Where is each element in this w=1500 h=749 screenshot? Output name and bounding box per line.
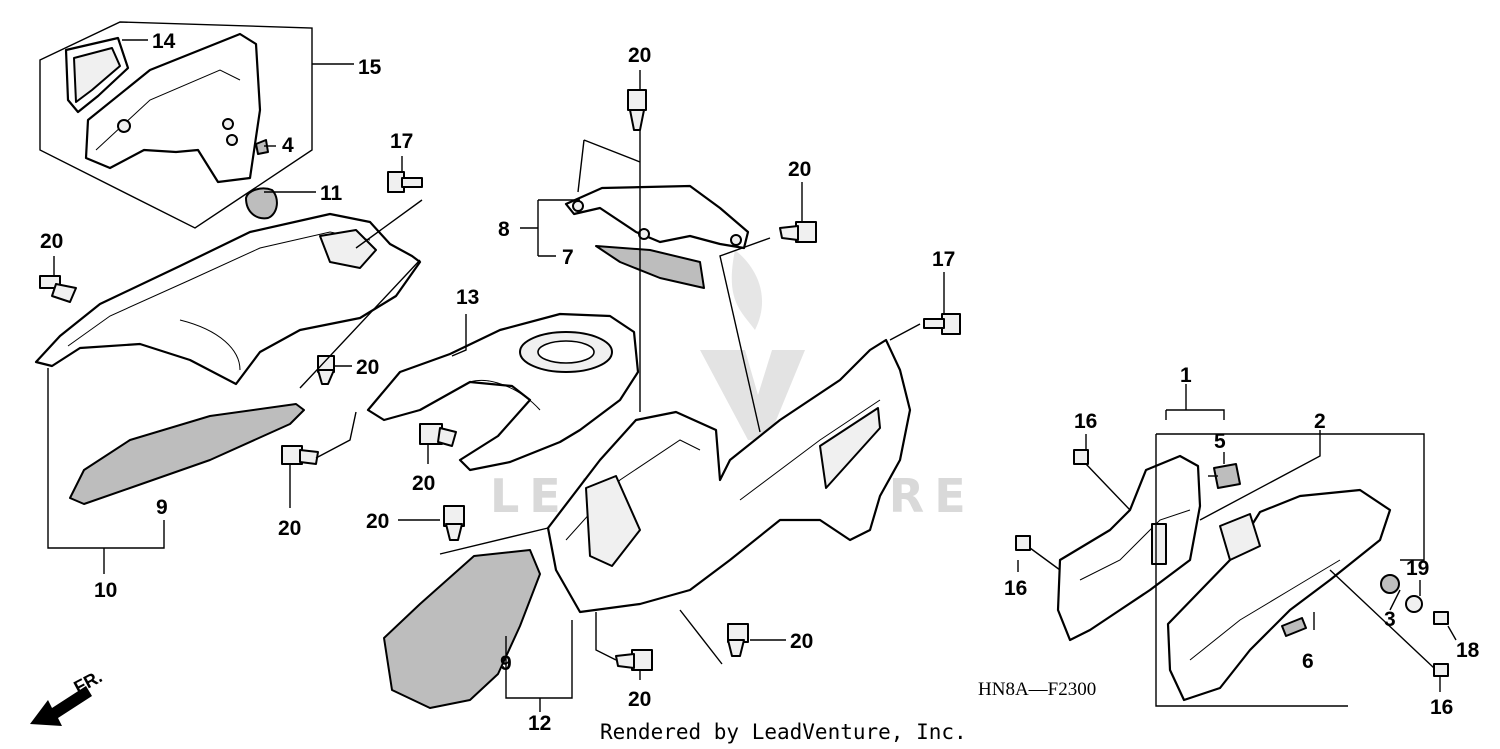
callout-20-c: 20 xyxy=(788,158,811,181)
callout-20-h: 20 xyxy=(628,688,651,711)
part-4-nut xyxy=(255,139,269,155)
clip-20-lower-left xyxy=(281,445,319,465)
callout-2: 2 xyxy=(1314,410,1326,433)
callout-8: 8 xyxy=(498,218,510,241)
part-19-washer xyxy=(1405,595,1423,613)
clip-20-left xyxy=(39,275,77,303)
callout-4: 4 xyxy=(282,134,294,157)
clip-20-bottom-right xyxy=(727,623,749,657)
diagram-code: HN8A—F2300 xyxy=(978,679,1096,700)
callout-20-g: 20 xyxy=(366,510,389,533)
callout-13: 13 xyxy=(456,286,479,309)
callout-16-bottom: 16 xyxy=(1430,696,1453,719)
callout-20-a: 20 xyxy=(40,230,63,253)
clip-20-right-top xyxy=(779,221,817,243)
bolt-17-right xyxy=(923,313,961,335)
part-1-2-group xyxy=(1015,409,1449,707)
callout-11: 11 xyxy=(320,182,343,205)
part-16-bolt-top xyxy=(1073,449,1089,465)
callout-14: 14 xyxy=(152,30,176,53)
part-10-side-cover xyxy=(34,212,422,386)
front-direction-arrow: FR. xyxy=(30,666,105,726)
callout-10: 10 xyxy=(94,579,117,602)
callout-15: 15 xyxy=(358,56,382,79)
part-13-group xyxy=(366,312,640,472)
callout-6: 6 xyxy=(1302,650,1314,673)
clip-20-center2 xyxy=(443,505,465,541)
callout-18: 18 xyxy=(1456,639,1480,662)
callout-7: 7 xyxy=(562,246,574,269)
clip-20-top xyxy=(627,89,647,131)
part-6-clip xyxy=(1281,617,1307,637)
part-3-grommet xyxy=(1380,574,1400,594)
part-18-bolt xyxy=(1433,611,1449,625)
leader-lines xyxy=(53,39,1457,692)
clip-20-center xyxy=(419,423,457,447)
part-9-strip-right xyxy=(383,549,541,709)
part-2-cover xyxy=(1166,488,1392,702)
part-11-grommet xyxy=(245,187,278,220)
part-5-clip xyxy=(1213,463,1241,489)
part-9-strip-left xyxy=(69,403,305,505)
callout-1: 1 xyxy=(1180,364,1192,387)
callout-20-i: 20 xyxy=(790,630,813,653)
callout-20-b: 20 xyxy=(628,44,651,67)
fasteners xyxy=(39,89,961,671)
part-12-front-cover xyxy=(546,338,912,614)
callout-16-left: 16 xyxy=(1004,577,1027,600)
clip-20-bottom xyxy=(615,649,653,671)
callout-16-top: 16 xyxy=(1074,410,1097,433)
callout-20-e: 20 xyxy=(278,517,301,540)
part-7-strip xyxy=(595,245,705,289)
callout-17-right: 17 xyxy=(932,248,955,271)
callout-19: 19 xyxy=(1406,557,1429,580)
part-16-bolt-bottom xyxy=(1433,663,1449,677)
callout-9-right: 9 xyxy=(500,652,512,675)
credit-text: Rendered by LeadVenture, Inc. xyxy=(600,720,967,744)
part-15-group xyxy=(39,21,313,229)
callout-3: 3 xyxy=(1384,608,1396,631)
callout-12: 12 xyxy=(528,712,551,735)
callout-5: 5 xyxy=(1214,430,1226,453)
callout-17-top: 17 xyxy=(390,130,413,153)
callout-9-left: 9 xyxy=(156,496,168,519)
bolt-17-top xyxy=(387,171,423,193)
callout-labels: 1 2 3 4 5 6 7 8 9 9 10 11 12 13 14 15 16… xyxy=(40,30,1480,735)
callout-20-f: 20 xyxy=(412,472,435,495)
callout-20-d: 20 xyxy=(356,356,379,379)
part-8-cover xyxy=(564,184,750,250)
part-12-group xyxy=(383,338,912,712)
part-8-group xyxy=(520,139,750,289)
part-16-bolt-left xyxy=(1015,535,1031,551)
clip-20-mid xyxy=(317,355,335,385)
part-10-group xyxy=(34,212,422,574)
part-1-bracket xyxy=(1056,454,1202,642)
